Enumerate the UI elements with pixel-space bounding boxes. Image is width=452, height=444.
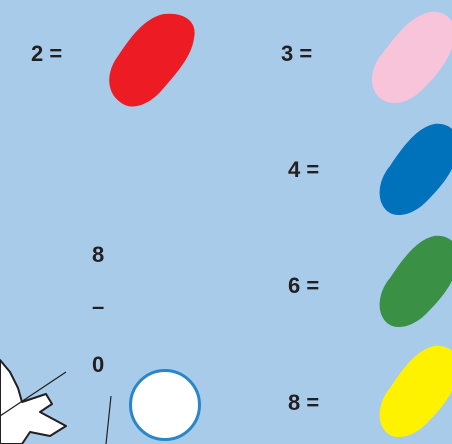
key-label-6: 6 = — [288, 275, 319, 297]
pink-paint-swatch — [368, 10, 452, 110]
problem-subtrahend: 0 — [92, 354, 104, 376]
green-paint-swatch — [376, 234, 452, 334]
key-label-8: 8 = — [288, 392, 319, 414]
key-label-2: 2 = — [31, 43, 62, 65]
answer-circle[interactable] — [129, 369, 201, 441]
key-label-4: 4 = — [288, 159, 319, 181]
blue-paint-swatch — [376, 122, 452, 222]
key-label-3: 3 = — [281, 43, 312, 65]
problem-operator: – — [92, 296, 104, 318]
yellow-paint-swatch — [376, 344, 452, 444]
red-paint-swatch — [104, 10, 200, 110]
problem-minuend: 8 — [92, 244, 104, 266]
